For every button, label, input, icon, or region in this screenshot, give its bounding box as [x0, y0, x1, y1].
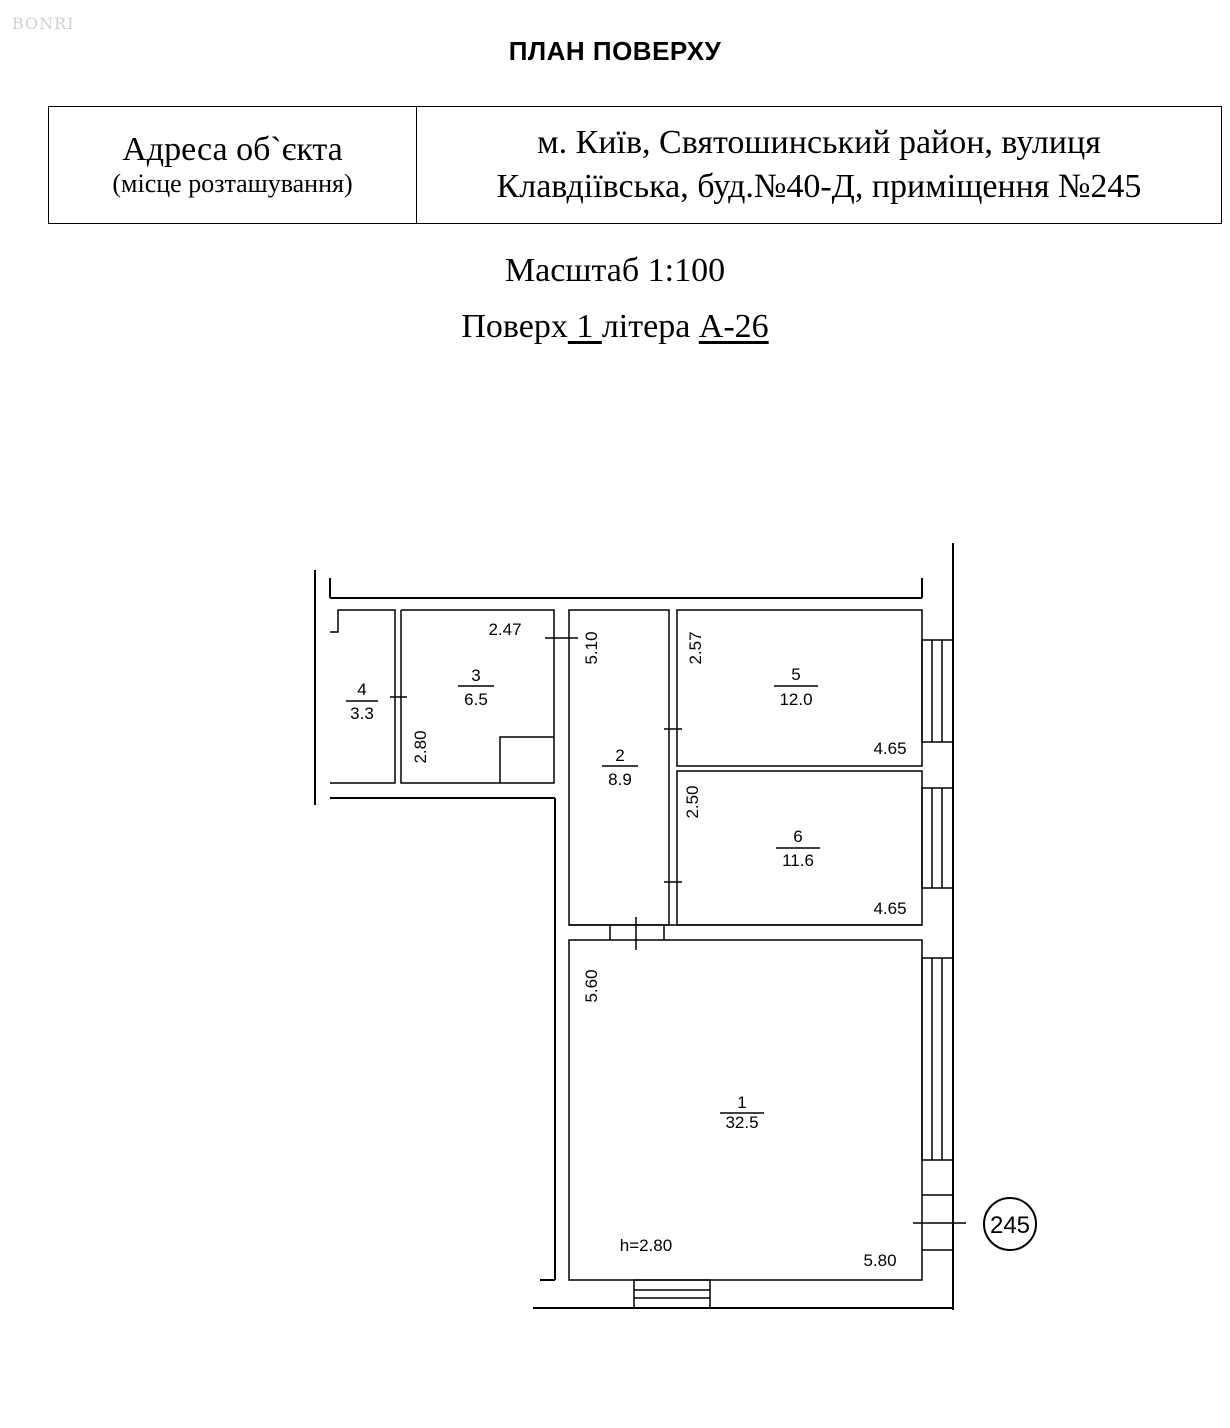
room-2-label: 2 8.9 — [602, 746, 638, 789]
floor-label: Поверх 1 літера А-26 — [0, 308, 1230, 346]
windows — [633, 639, 954, 1309]
floor-letter: А-26 — [698, 308, 769, 345]
address-line-1: м. Київ, Святошинський район, вулиця — [537, 124, 1101, 161]
dim-2-57: 2.57 — [686, 631, 705, 664]
floor-number: 1 — [567, 308, 602, 345]
room-number: 6 — [793, 827, 802, 846]
dim-2-47: 2.47 — [488, 620, 521, 639]
address-value-cell: м. Київ, Святошинський район, вулиця Кла… — [417, 107, 1221, 223]
room-area: 6.5 — [464, 690, 488, 709]
address-sublabel: (місце розташування) — [112, 169, 353, 198]
ceiling-height: h=2.80 — [620, 1236, 672, 1255]
watermark: BONRI — [12, 14, 75, 33]
room-number: 2 — [615, 746, 624, 765]
dim-4-65-top: 4.65 — [873, 739, 906, 758]
room-1-label: 1 32.5 — [720, 1093, 764, 1132]
address-table: Адреса об`єкта (місце розташування) м. К… — [48, 106, 1222, 224]
room-number: 4 — [357, 680, 366, 699]
room-outlines — [330, 609, 923, 1281]
dim-5-10: 5.10 — [582, 631, 601, 664]
room-number: 5 — [791, 665, 800, 684]
room-3-label: 3 6.5 — [458, 666, 494, 709]
door-marks — [390, 637, 966, 1224]
room-number: 3 — [471, 666, 480, 685]
address-label: Адреса об`єкта — [122, 131, 343, 168]
room-4-label: 4 3.3 — [346, 680, 378, 723]
dim-5-80: 5.80 — [863, 1251, 896, 1270]
floor-prefix: Поверх — [461, 308, 568, 345]
dim-4-65-bottom: 4.65 — [873, 899, 906, 918]
room-6-label: 6 11.6 — [776, 827, 820, 870]
room-area: 3.3 — [350, 704, 374, 723]
room-number: 1 — [737, 1093, 746, 1112]
address-label-cell: Адреса об`єкта (місце розташування) — [49, 107, 417, 223]
room-area: 8.9 — [608, 770, 632, 789]
exterior-walls — [314, 543, 954, 1310]
room-5-label: 5 12.0 — [774, 665, 818, 709]
unit-marker-number: 245 — [990, 1212, 1030, 1239]
unit-marker: 245 — [983, 1197, 1037, 1251]
scale-label: Масштаб 1:100 — [504, 252, 726, 289]
dim-2-80: 2.80 — [411, 730, 430, 763]
dim-5-60: 5.60 — [582, 969, 601, 1002]
page-title: ПЛАН ПОВЕРХУ — [508, 36, 722, 66]
room-area: 12.0 — [779, 690, 812, 709]
dimensions: 2.47 5.10 2.80 2.57 4.65 2.50 4.65 5.60 … — [411, 620, 907, 1270]
dim-2-50: 2.50 — [683, 785, 702, 818]
room-area: 11.6 — [782, 851, 814, 870]
address-line-2: Клавдіївська, буд.№40-Д, приміщення №245 — [496, 168, 1142, 205]
room-area: 32.5 — [725, 1113, 758, 1132]
floor-middle: літера — [601, 308, 691, 345]
